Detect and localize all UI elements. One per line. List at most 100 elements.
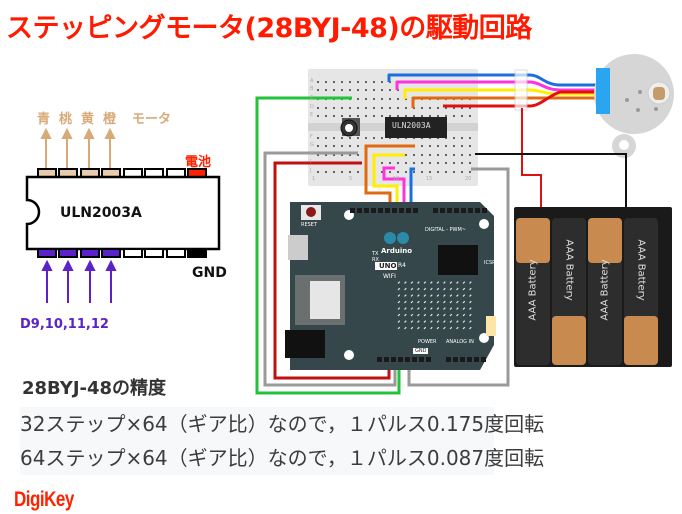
led-matrix-dot [443,320,446,323]
header-pin [392,208,397,213]
header-pin [364,208,369,213]
led-matrix-dot [410,281,414,284]
chip-drawing [25,127,221,303]
led-matrix-dot [443,281,446,284]
led-matrix-dot [436,287,440,291]
input-pins-label: D9,10,11,12 [20,317,109,332]
led-matrix-dot [449,294,453,297]
breadboard-hole [348,88,352,92]
header-pin [385,208,390,213]
breadboard-hole [460,136,464,140]
led-matrix-dot [430,281,433,284]
bb-col-5: 5 [349,176,353,182]
breadboard-hole [468,114,472,118]
led-matrix-dot [449,320,453,323]
breadboard-hole [420,114,424,118]
led-matrix-dot [430,320,433,323]
led-matrix-dot [410,307,414,310]
breadboard-hole [356,80,360,84]
led-matrix-dot [436,300,440,304]
led-matrix-dot [462,313,466,317]
led-matrix-dot [443,294,446,297]
led-matrix-dot [423,320,427,323]
breadboard-hole [388,114,392,118]
led-matrix-dot [469,294,472,297]
breadboard-hole [348,136,352,140]
led-matrix-dot [417,326,420,330]
led-matrix-dot [456,320,459,323]
breadboard-hole [420,170,424,174]
header-pin [446,357,451,362]
breadboard-hole [316,144,320,148]
breadboard-hole [356,114,360,118]
header-pin [399,208,404,213]
breadboard-hole [436,161,440,165]
breadboard-hole [332,88,336,92]
header-pin [378,208,383,213]
breadboard-hole [324,114,328,118]
breadboard-hole [436,144,440,148]
breadboard-hole [436,114,440,118]
led-matrix-dot [410,326,414,330]
arduino-icsp-label: ICSP [484,260,496,266]
breadboard-hole [404,106,408,110]
breadboard-hole [380,97,384,101]
led-matrix-dot [469,313,472,317]
led-matrix-dot [410,320,414,323]
bb-row-letter: I [310,159,312,165]
battery-pack [514,207,672,367]
breadboard-hole [316,88,320,92]
breadboard-hole [420,106,424,110]
battery-cell-3: AAA Battery [599,259,611,321]
breadboard-hole [452,144,456,148]
led-matrix-dot [469,307,472,310]
breadboard-hole [452,161,456,165]
breadboard-hole [348,106,352,110]
led-matrix-dot [430,300,433,304]
battery-cell-1: AAA Battery [527,259,539,321]
led-matrix-dot [430,326,433,330]
wire-label-blue: 青 [37,112,51,127]
breadboard-hole [324,144,328,148]
arduino-analog-label: ANALOG IN [446,339,474,345]
led-matrix-dot [456,281,459,284]
header-pin [357,208,362,213]
header-pin [406,208,411,213]
breadboard-hole [468,170,472,174]
breadboard-hole [420,153,424,157]
breadboard-hole [460,161,464,165]
breadboard-hole [372,106,376,110]
breadboard-chip [385,117,447,138]
breadboard-hole [380,88,384,92]
breadboard-hole [412,114,416,118]
arduino-tx-label: TX [372,251,379,257]
led-matrix-dot [423,294,427,297]
led-matrix-dot [397,320,401,323]
breadboard-hole [340,170,344,174]
led-matrix-dot [410,313,414,317]
breadboard-hole [348,80,352,84]
bb-row-letter: E [310,112,314,118]
led-matrix-dot [436,307,440,310]
led-matrix-dot [443,307,446,310]
led-matrix-dot [456,294,459,297]
breadboard-hole [356,106,360,110]
breadboard-hole [452,136,456,140]
led-matrix-dot [410,294,414,297]
breadboard-hole [364,97,368,101]
led-matrix-dot [449,300,453,304]
led-matrix-dot [404,320,407,323]
arduino-digital-label: DIGITAL - PWM~ [425,227,466,233]
breadboard-hole [444,153,448,157]
header-pin [467,357,472,362]
breadboard-hole [404,170,408,174]
led-matrix-dot [462,300,466,304]
breadboard-hole [372,136,376,140]
breadboard-hole [420,144,424,148]
led-matrix-dot [443,326,446,330]
header-pin [391,357,396,362]
header-pin [440,208,445,213]
bb-row-letter: H [310,151,314,157]
led-matrix-dot [443,287,446,291]
breadboard-hole [396,97,400,101]
